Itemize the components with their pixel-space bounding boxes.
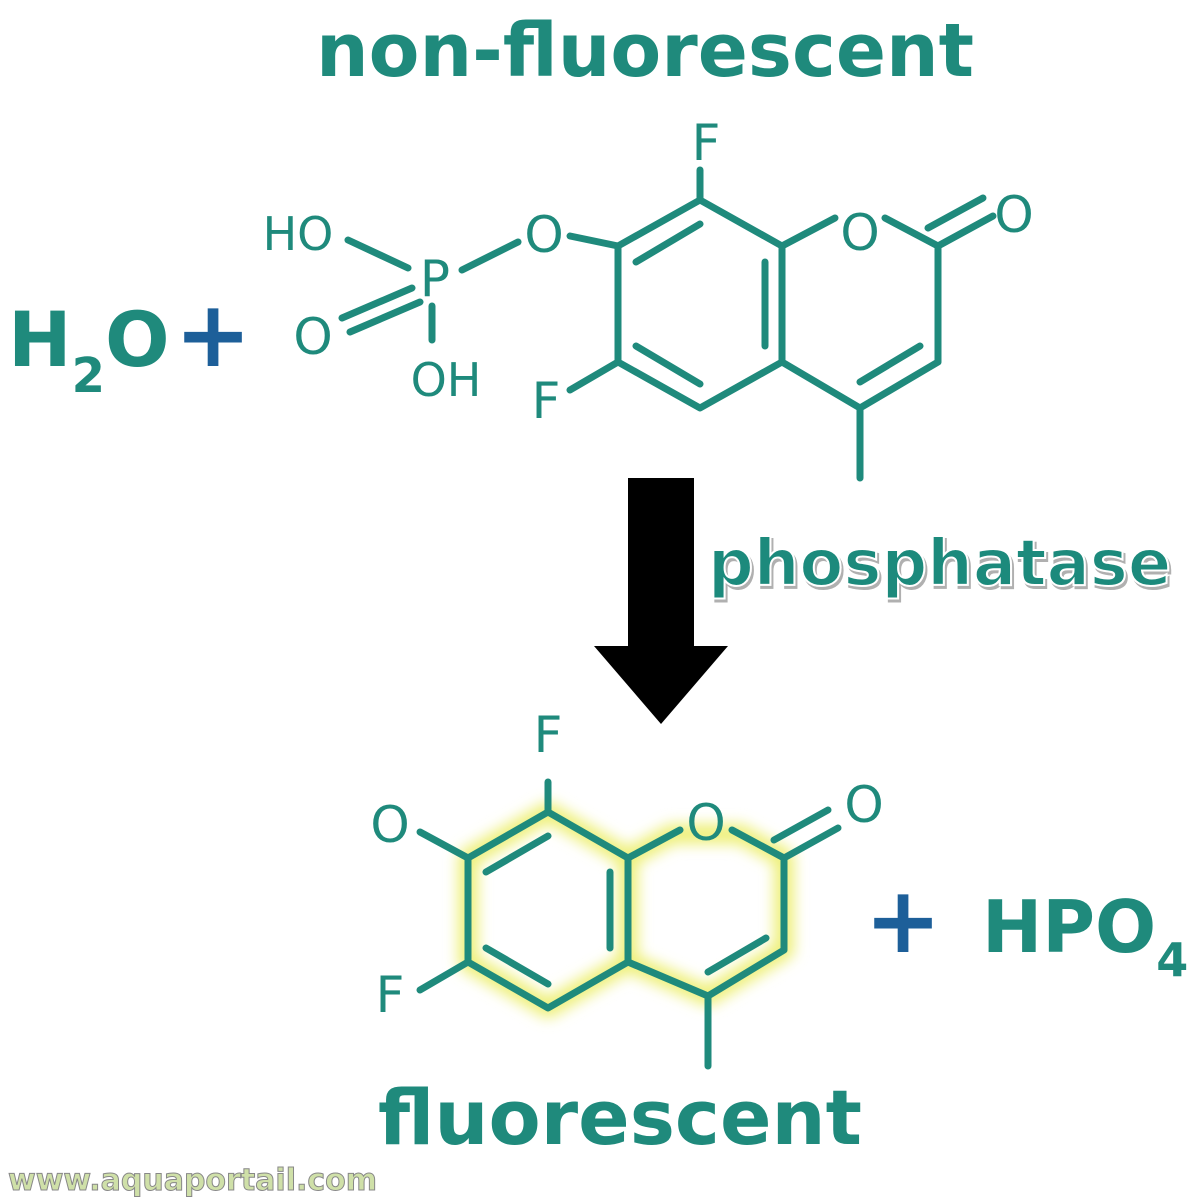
atom-o-ring-product: O <box>686 794 725 852</box>
atom-o-carbonyl: O <box>994 186 1033 244</box>
atom-f-top: F <box>692 114 721 172</box>
reactant-water: H2O <box>8 295 170 404</box>
title-fluorescent: fluorescent <box>378 1073 862 1162</box>
atom-o-carbonyl-product: O <box>844 776 883 834</box>
plus-sign-bottom: + <box>864 867 941 974</box>
molecule-phosphate-substrate-atoms: F O O O P HO O OH F <box>263 114 1034 430</box>
atom-f-top-product: F <box>534 706 563 764</box>
title-non-fluorescent: non-fluorescent <box>316 8 974 94</box>
molecule-fluorescent-product-atoms: F O O O F <box>370 706 883 1024</box>
water-o: O <box>105 295 170 384</box>
atom-o-ester: O <box>524 206 563 264</box>
atom-p: P <box>420 250 450 308</box>
atom-o-ring: O <box>840 204 879 262</box>
water-h: H <box>8 295 72 384</box>
atom-f-left: F <box>532 372 561 430</box>
atom-oh: OH <box>411 353 482 407</box>
molecule-fluorescent-product <box>416 778 842 1070</box>
enzyme-label: phosphatase <box>708 527 1171 601</box>
atom-ho: HO <box>263 207 334 261</box>
atom-o-double: O <box>293 308 332 366</box>
atom-o-phenol-product: O <box>370 796 409 854</box>
plus-sign-top: + <box>174 281 251 388</box>
phosphate-subscript: 4 <box>1156 933 1188 987</box>
reaction-arrow <box>594 478 728 724</box>
product-phosphate: HPO4 <box>982 885 1188 987</box>
watermark: www.aquaportail.com <box>8 1163 377 1198</box>
water-subscript: 2 <box>72 348 105 404</box>
phosphate-hpo: HPO <box>982 885 1156 969</box>
atom-f-left-product: F <box>376 966 405 1024</box>
molecule-phosphate-substrate <box>338 166 997 482</box>
